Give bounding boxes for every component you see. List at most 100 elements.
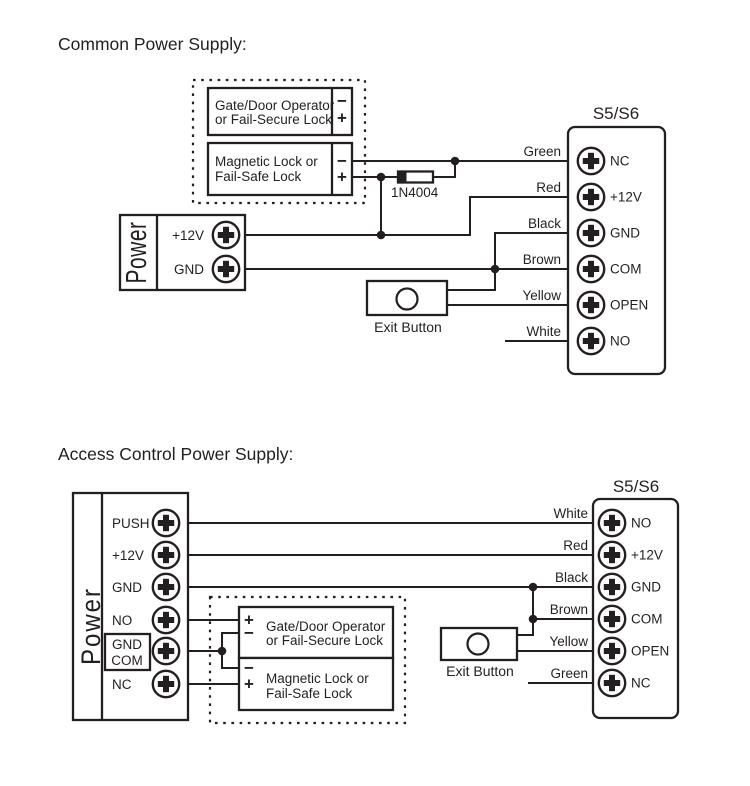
- terminal-label: OPEN: [631, 644, 669, 659]
- controller-s5s6: S5/S6 Green NC Red +12V Black GND Brown …: [522, 104, 667, 376]
- screw-terminal-icon: [576, 290, 606, 320]
- exit-button-label: Exit Button: [446, 663, 514, 679]
- terminal-label: COM: [631, 612, 663, 627]
- terminal-row: Green NC: [550, 666, 651, 698]
- wire-color-label: Green: [550, 666, 588, 681]
- wire-gnd-exit-link: [517, 587, 534, 636]
- screw-terminal-icon: [597, 636, 627, 666]
- common-power-supply-diagram: Common Power Supply: 1N4004: [58, 34, 667, 376]
- diagram-title: Common Power Supply:: [58, 34, 247, 54]
- wire-color-label: White: [553, 506, 588, 521]
- gate-lock-line1: Gate/Door Operator: [266, 619, 386, 634]
- power-supply-box: Power PUSH +12V GND NO NC GND COM: [71, 491, 190, 722]
- screw-terminal-icon: [576, 254, 606, 284]
- screw-terminal-icon: [576, 218, 606, 248]
- com-label: COM: [111, 653, 143, 668]
- magnetic-lock-line1: Magnetic Lock or: [266, 671, 369, 686]
- terminal-label: GND: [610, 226, 640, 241]
- controller-s5s6: S5/S6 White NO Red +12V Black GND Brown …: [549, 477, 680, 720]
- junction-dot: [217, 646, 227, 656]
- junction-dot: [450, 156, 460, 166]
- screw-terminal-icon: [597, 572, 627, 602]
- lock-group-dashed-box: [208, 595, 407, 725]
- exit-button-label: Exit Button: [374, 319, 442, 335]
- terminal-label: +12V: [610, 190, 642, 205]
- exit-button: Exit Button: [365, 279, 449, 335]
- minus-sign: −: [244, 624, 254, 643]
- diode-label: 1N4004: [391, 185, 439, 200]
- screw-terminal-icon: [151, 605, 181, 635]
- exit-button: Exit Button: [439, 626, 519, 679]
- magnetic-lock-line2: Fail-Safe Lock: [266, 686, 353, 701]
- gate-lock-line1: Gate/Door Operator: [215, 98, 335, 113]
- terminal-row: Red +12V: [536, 180, 642, 212]
- wire-red-to-12v: [239, 196, 578, 236]
- gate-lock-outline: [206, 86, 354, 137]
- screw-terminal-icon: [151, 669, 181, 699]
- minus-sign: −: [244, 659, 254, 678]
- terminal-label: OPEN: [610, 298, 648, 313]
- terminal-row: Black GND: [528, 216, 640, 248]
- terminal-label: NC: [631, 676, 651, 691]
- wire-color-label: Brown: [523, 252, 561, 267]
- magnetic-lock-box: − + Magnetic Lock or Fail-Safe Lock: [237, 656, 395, 712]
- gate-lock-line2: or Fail-Secure Lock: [215, 112, 332, 127]
- screw-terminal-icon: [576, 146, 606, 176]
- screw-terminal-icon: [151, 508, 181, 538]
- terminal-row: Brown COM: [523, 252, 642, 284]
- terminal-row: Yellow OPEN: [522, 288, 648, 320]
- diode-1n4004: 1N4004: [391, 170, 439, 200]
- terminal-label: NC: [610, 154, 630, 169]
- magnetic-lock-outline: [237, 656, 395, 712]
- power-push-label: PUSH: [112, 516, 150, 531]
- terminal-label: NO: [610, 334, 630, 349]
- plus-sign: +: [337, 109, 347, 128]
- power-nc-label: NC: [112, 677, 132, 692]
- magnetic-lock-outline: [206, 141, 354, 197]
- terminal-label: NO: [631, 516, 651, 531]
- wire-color-label: Brown: [550, 602, 588, 617]
- screw-terminal-icon: [151, 572, 181, 602]
- gate-door-operator-box: + − Gate/Door Operator or Fail-Secure Lo…: [237, 605, 395, 660]
- terminal-row: Green NC: [523, 144, 630, 176]
- power-label: Power: [121, 221, 153, 283]
- wire-exit-button-branch: [447, 269, 496, 291]
- magnetic-lock-line1: Magnetic Lock or: [215, 154, 318, 169]
- diode-cathode-band: [398, 171, 407, 183]
- plus-sign: +: [337, 168, 347, 187]
- screw-terminal-icon: [597, 540, 627, 570]
- gate-lock-line2: or Fail-Secure Lock: [266, 633, 383, 648]
- junction-dot: [376, 230, 386, 240]
- junction-dot: [528, 582, 538, 592]
- power-label: Power: [77, 587, 107, 665]
- terminal-label: COM: [610, 262, 642, 277]
- wire-color-label: Yellow: [549, 634, 588, 649]
- screw-terminal-icon: [597, 604, 627, 634]
- terminal-row: Yellow OPEN: [549, 634, 669, 666]
- terminal-row: Black GND: [555, 570, 661, 602]
- magnetic-lock-line2: Fail-Safe Lock: [215, 169, 302, 184]
- wire-black-to-gnd: [494, 232, 578, 269]
- screw-terminal-icon: [576, 182, 606, 212]
- plus-sign: +: [244, 611, 254, 630]
- wires: [239, 156, 578, 342]
- screw-terminal-icon: [151, 540, 181, 570]
- wire-color-label: White: [526, 324, 561, 339]
- wire-color-label: Yellow: [522, 288, 561, 303]
- junction-dot: [528, 614, 538, 624]
- terminal-label: +12V: [631, 548, 663, 563]
- wire-color-label: Green: [523, 144, 561, 159]
- power-no-label: NO: [112, 613, 132, 628]
- screw-terminal-icon: [597, 508, 627, 538]
- gate-door-operator-box: Gate/Door Operator or Fail-Secure Lock −…: [206, 86, 354, 137]
- minus-sign: −: [337, 92, 347, 111]
- power-12v-label: +12V: [172, 228, 204, 243]
- junction-dot: [376, 172, 386, 182]
- screw-terminal-icon: [211, 254, 241, 284]
- power-supply-box: Power +12V GND: [118, 213, 247, 292]
- gnd-com-outline: [103, 632, 152, 672]
- push-button-icon: [466, 632, 490, 656]
- gnd-label: GND: [112, 637, 142, 652]
- terminal-label: GND: [631, 580, 661, 595]
- screw-terminal-icon: [151, 636, 181, 666]
